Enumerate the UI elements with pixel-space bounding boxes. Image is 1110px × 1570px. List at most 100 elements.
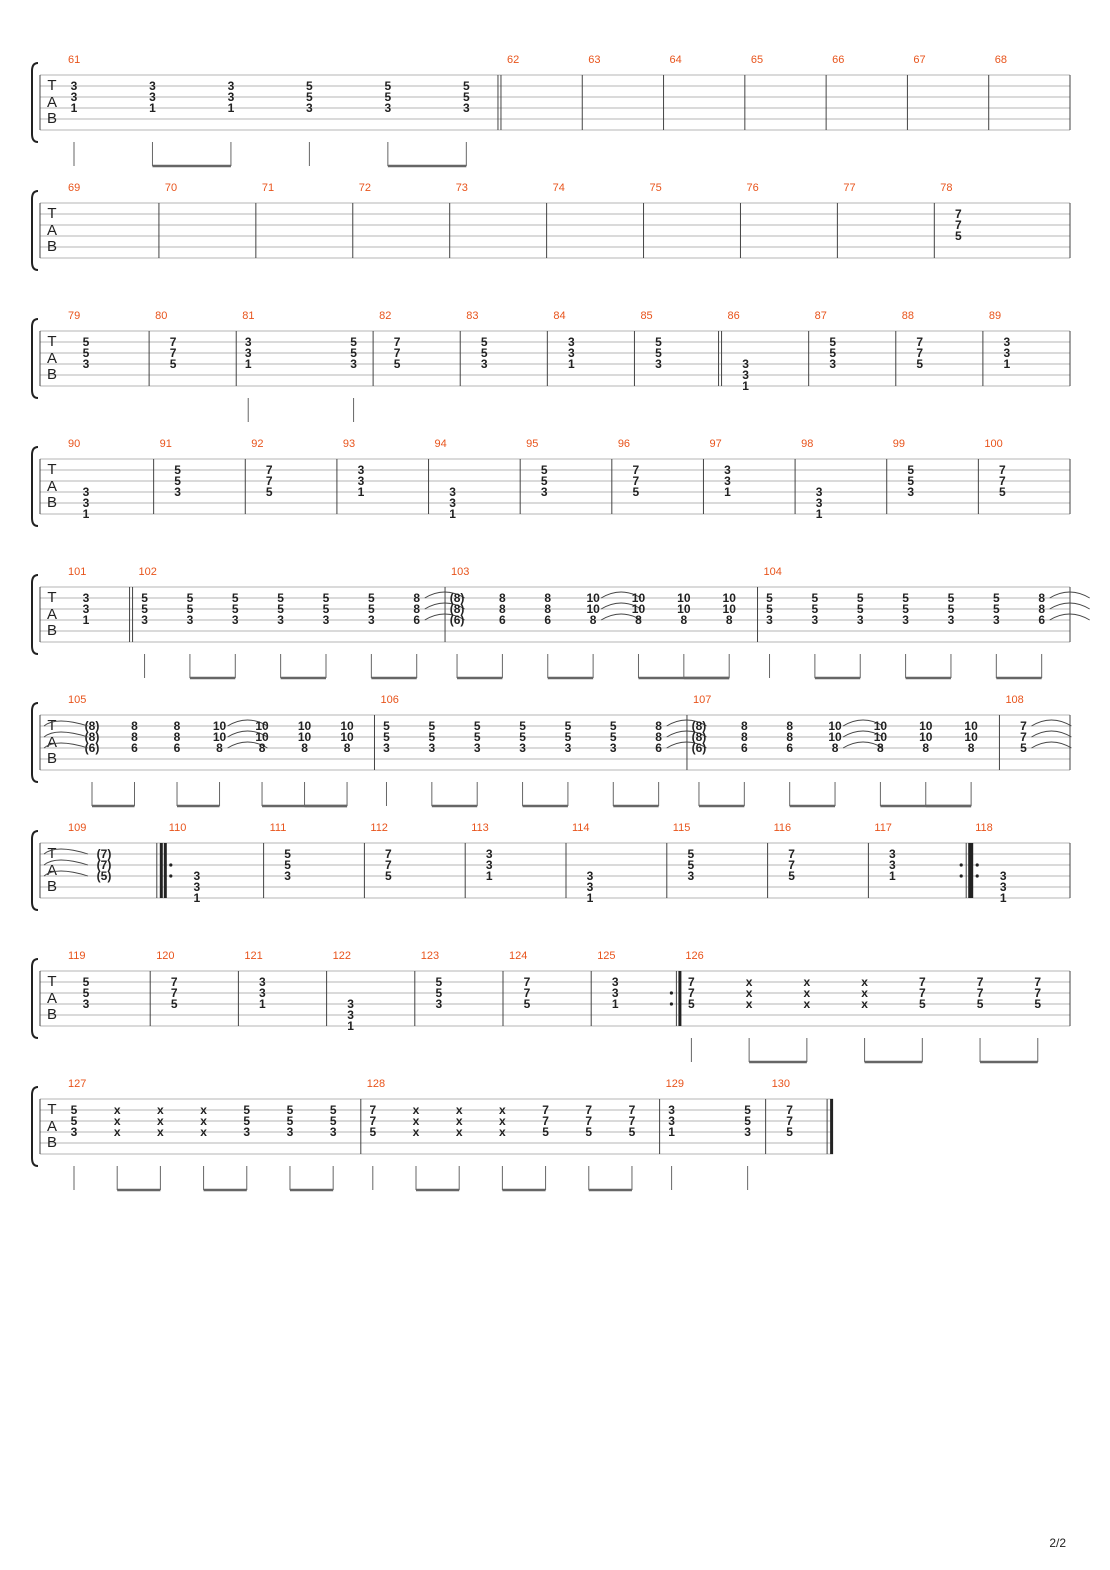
tab-system: TAB127553xxxxxxxxx553553553128775xxxxxxx…	[31, 1078, 834, 1192]
measure-number: 86	[728, 310, 740, 322]
fret-number: 3	[228, 90, 235, 104]
fret-number: x	[114, 1114, 121, 1128]
fret-number: 5	[786, 1125, 793, 1139]
fret-number: (8)	[450, 602, 465, 616]
fret-number: 3	[385, 101, 392, 115]
fret-number: 8	[922, 741, 929, 755]
fret-number: 5	[993, 602, 1000, 616]
measure-number: 120	[156, 950, 174, 962]
tab-system: TAB109(7)(7)(5)1103311115531127751133311…	[31, 822, 1071, 911]
fret-number: 7	[786, 1114, 793, 1128]
fret-number: 7	[266, 463, 273, 477]
fret-number: 7	[788, 847, 795, 861]
fret-number: 8	[968, 741, 975, 755]
final-barline-thick	[159, 843, 163, 898]
fret-number: x	[114, 1125, 121, 1139]
system-bracket	[31, 830, 39, 911]
measure-number: 63	[588, 54, 600, 66]
fret-number: 3	[435, 997, 442, 1011]
tie-arc	[1031, 730, 1072, 738]
tab-system: TAB1195531207751213311223311235531247751…	[31, 950, 1071, 1064]
fret-number: 3	[83, 591, 90, 605]
fret-number: 8	[877, 741, 884, 755]
measure-number: 88	[902, 310, 914, 322]
tie-arc	[43, 870, 89, 877]
measure-number: 102	[139, 566, 157, 578]
measure-number: 90	[68, 438, 80, 450]
fret-number: 8	[301, 741, 308, 755]
fret-number: 5	[655, 346, 662, 360]
fret-number: 3	[668, 1114, 675, 1128]
fret-number: 5	[266, 485, 273, 499]
tab-clef-b: B	[47, 1006, 57, 1023]
fret-number: x	[157, 1114, 164, 1128]
fret-number: x	[200, 1114, 207, 1128]
fret-number: x	[456, 1103, 463, 1117]
fret-number: 5	[585, 1125, 592, 1139]
fret-number: 8	[741, 719, 748, 733]
fret-number: 7	[632, 474, 639, 488]
fret-number: 5	[368, 602, 375, 616]
fret-number: 5	[83, 335, 90, 349]
measure-number: 87	[815, 310, 827, 322]
fret-number: 1	[668, 1125, 675, 1139]
repeat-start-thick	[970, 843, 974, 898]
fret-number: 10	[828, 730, 842, 744]
fret-number: 3	[193, 880, 200, 894]
fret-number: 3	[687, 869, 694, 883]
fret-number: 3	[243, 1125, 250, 1139]
fret-number: 5	[632, 485, 639, 499]
fret-number: 3	[1004, 335, 1011, 349]
fret-number: 1	[259, 997, 266, 1011]
fret-number: 3	[486, 847, 493, 861]
fret-number: (7)	[97, 847, 112, 861]
fret-number: x	[114, 1103, 121, 1117]
repeat-dot	[959, 863, 963, 867]
system-bracket	[31, 62, 39, 143]
tab-clef-a: A	[47, 94, 57, 111]
fret-number: 3	[742, 368, 749, 382]
measure-number: 76	[746, 182, 758, 194]
fret-number: 3	[358, 463, 365, 477]
fret-number: 1	[742, 379, 749, 393]
fret-number: x	[200, 1103, 207, 1117]
fret-number: 3	[149, 79, 156, 93]
measure: 74	[553, 182, 645, 258]
fret-number: 7	[1020, 730, 1027, 744]
fret-number: 5	[435, 986, 442, 1000]
fret-number: 5	[907, 474, 914, 488]
fret-number: 5	[948, 602, 955, 616]
tab-clef-b: B	[47, 750, 57, 767]
fret-number: 3	[141, 613, 148, 627]
fret-number: 7	[916, 335, 923, 349]
fret-number: 3	[948, 613, 955, 627]
fret-number: 5	[350, 335, 357, 349]
fret-number: 3	[259, 975, 266, 989]
fret-number: 8	[544, 602, 551, 616]
fret-number: 5	[955, 229, 962, 243]
tab-clef-t: T	[47, 205, 56, 222]
fret-number: 3	[1004, 346, 1011, 360]
measure-number: 68	[995, 54, 1007, 66]
measure-number: 94	[435, 438, 447, 450]
tie-arc	[1049, 602, 1090, 610]
fret-number: 5	[141, 591, 148, 605]
fret-number: x	[200, 1125, 207, 1139]
measure-number: 73	[456, 182, 468, 194]
fret-number: 3	[174, 485, 181, 499]
measure-number: 116	[774, 822, 792, 834]
measure-number: 92	[251, 438, 263, 450]
fret-number: 1	[724, 485, 731, 499]
fret-number: 7	[999, 474, 1006, 488]
measure: 66	[832, 54, 908, 130]
tab-clef-t: T	[47, 973, 56, 990]
tie-arc	[43, 859, 89, 866]
fret-number: 3	[889, 858, 896, 872]
